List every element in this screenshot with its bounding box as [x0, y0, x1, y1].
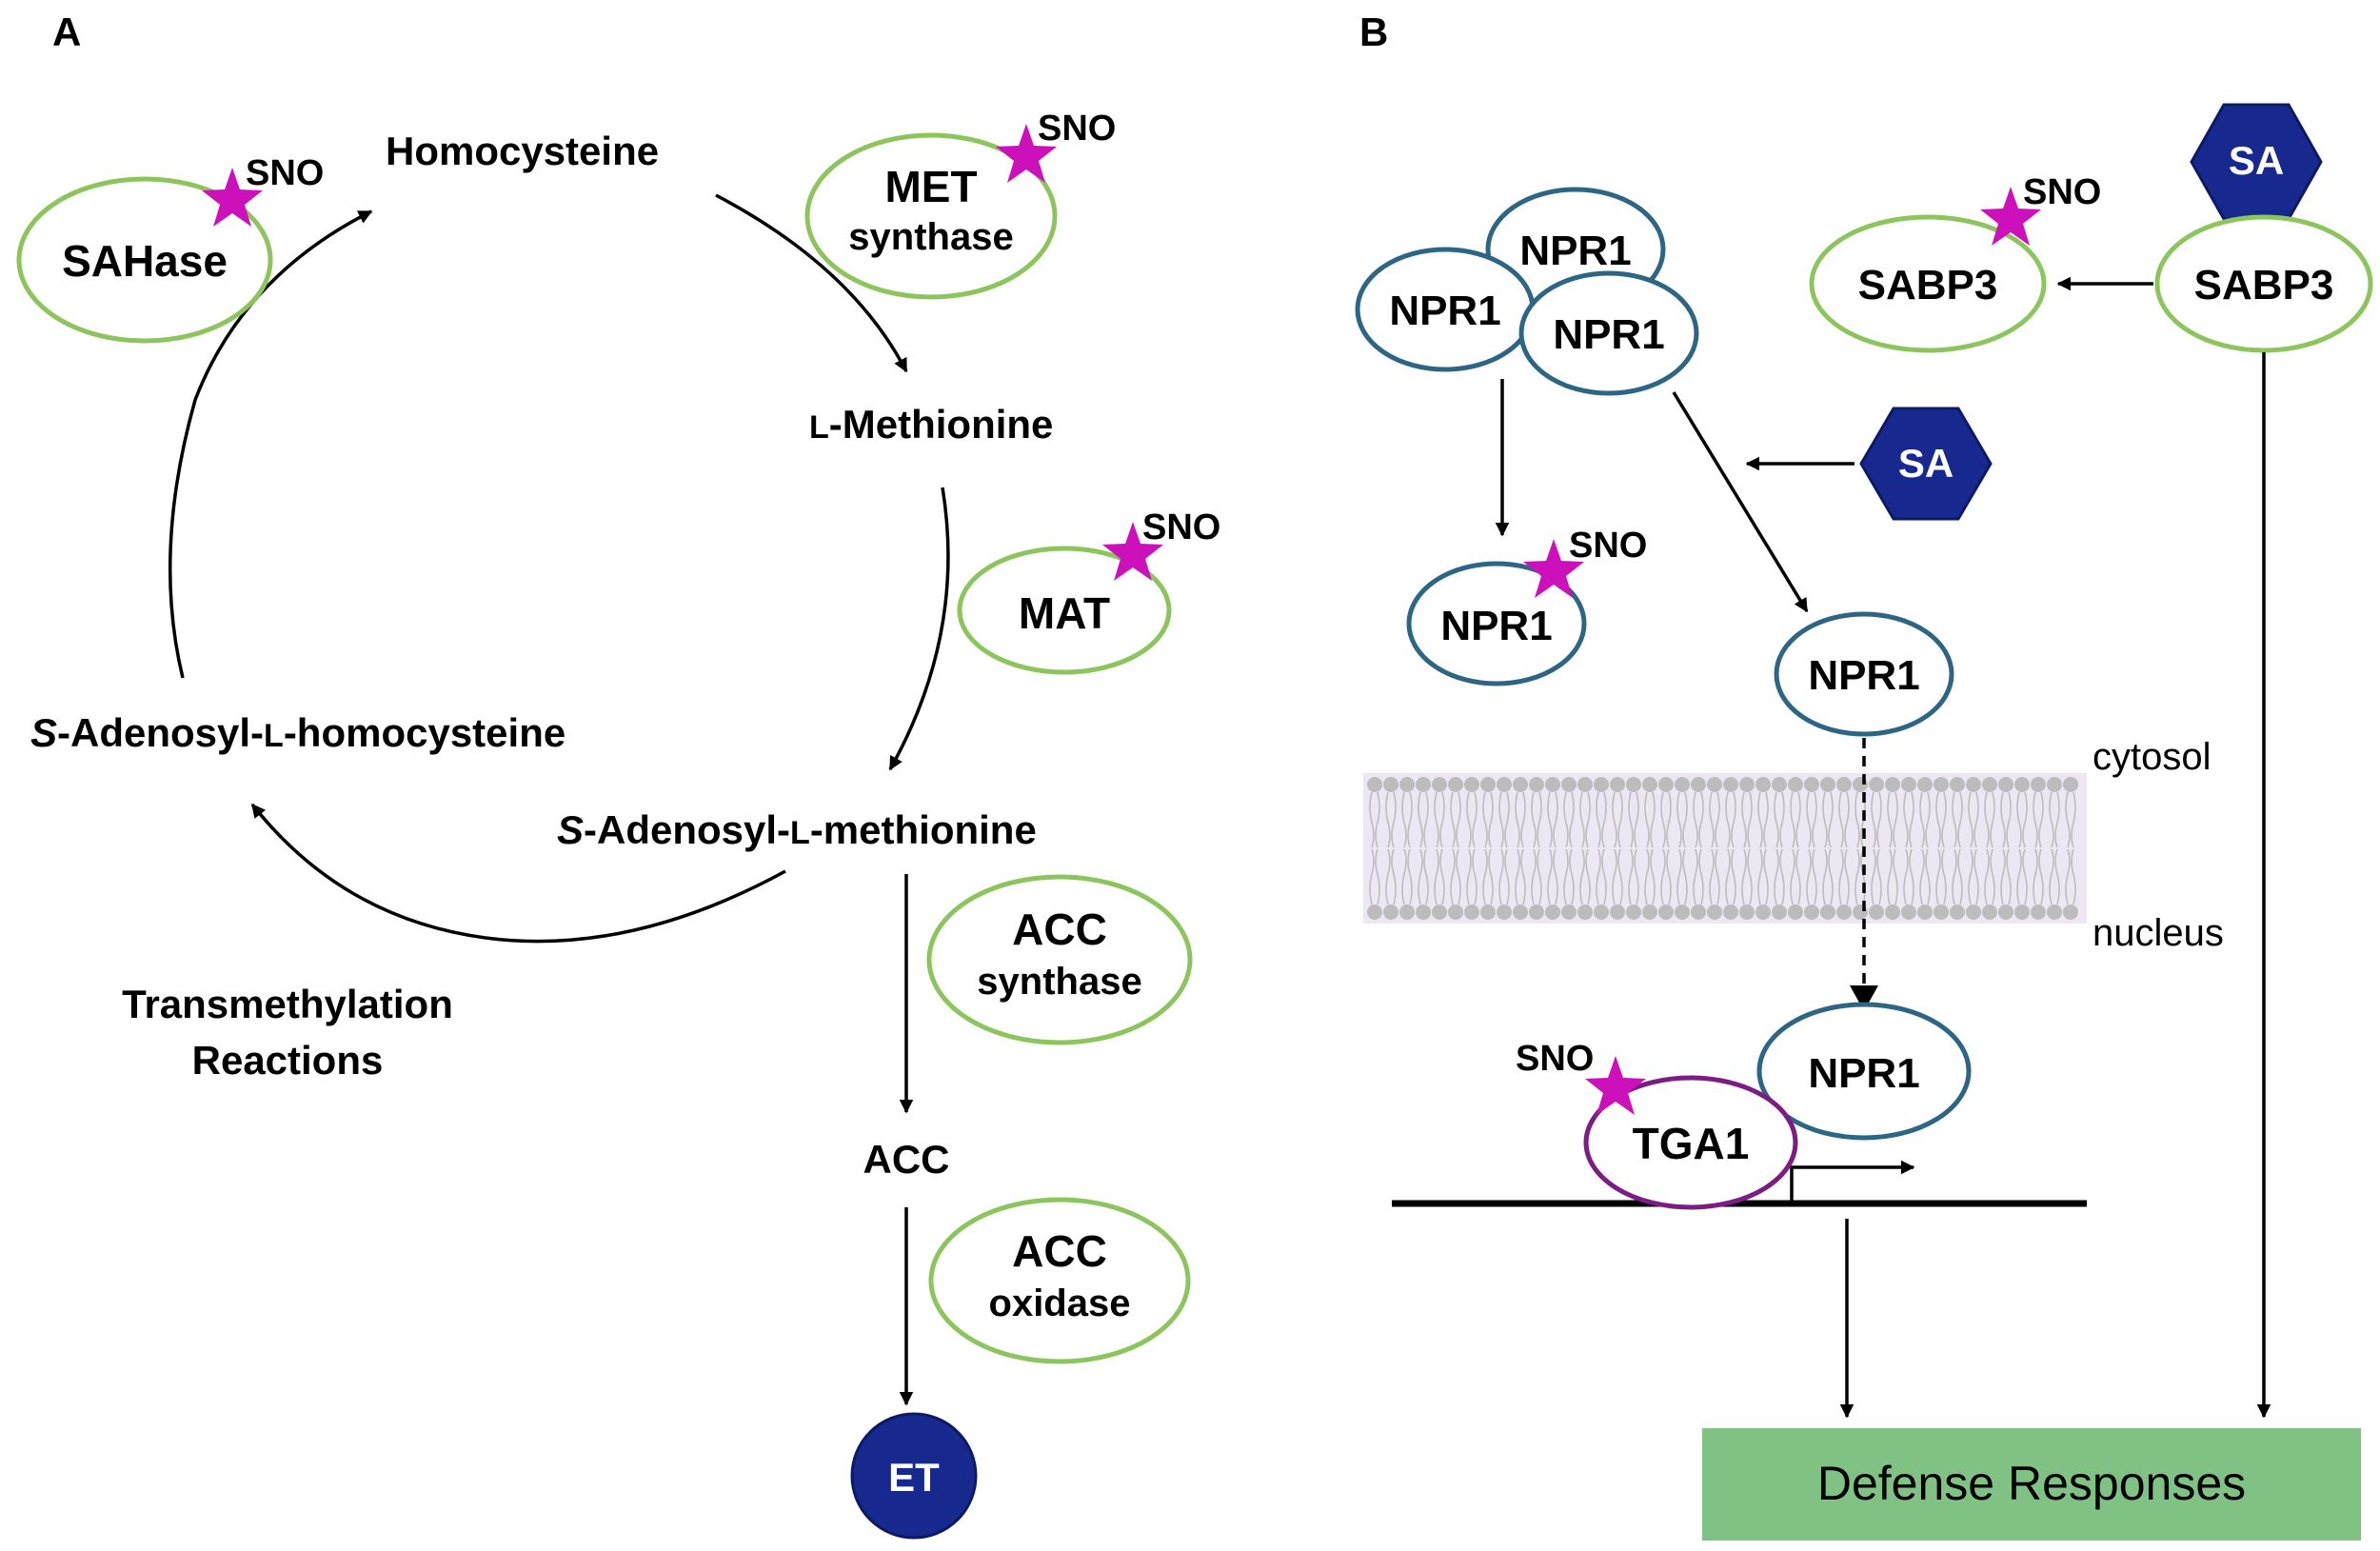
sahase-enzyme: SAHase — [16, 176, 273, 344]
npr1-label: NPR1 — [1553, 311, 1664, 358]
sabp3-sno-label: SABP3 — [1858, 262, 1998, 308]
acc-synthase-ellipse — [926, 874, 1193, 1045]
met-synthase-line1: MET — [884, 162, 977, 211]
methionine-text: -Methionine — [829, 402, 1054, 447]
tga1-label: TGA1 — [1633, 1119, 1750, 1168]
sah-s: S — [30, 710, 57, 755]
sa-hexagon-shape — [1859, 407, 1993, 521]
sam-label: S-Adenosyl-L-methionine — [557, 807, 1037, 852]
arrow-homocysteine-to-methionine — [715, 193, 908, 373]
homocysteine-label: Homocysteine — [386, 129, 659, 173]
nucleus-label: nucleus — [2092, 912, 2224, 954]
sabp3-label: SABP3 — [2194, 262, 2334, 308]
arrowhead-import — [1850, 985, 1878, 1011]
npr1-sno-label: NPR1 — [1440, 603, 1552, 649]
tga1-ellipse — [1583, 1075, 1798, 1210]
sahase-ellipse — [16, 176, 273, 344]
cytosol-label: cytosol — [2092, 736, 2211, 778]
npr1-nuclear-ellipse — [1756, 1002, 1972, 1141]
acc-oxidase-enzyme: ACC oxidase — [928, 1197, 1191, 1364]
npr1-ellipse — [1518, 270, 1699, 396]
sno-label-tga1: SNO — [1516, 1039, 1594, 1079]
acc-oxidase-line1: ACC — [1012, 1226, 1107, 1276]
npr1-oligomer: NPR1 NPR1 NPR1 — [1355, 187, 1699, 396]
sah-label: S-Adenosyl-L-homocysteine — [30, 710, 565, 755]
nuclear-membrane — [1363, 773, 2087, 924]
membrane-background — [1363, 773, 2087, 924]
l-methionine-label: L-Methionine — [809, 402, 1053, 447]
mat-ellipse — [957, 546, 1172, 675]
sa-hexagon-shape — [2190, 103, 2323, 221]
l-prefix: L — [809, 409, 829, 446]
sabp3-ellipse — [2154, 214, 2373, 353]
sam-l: L — [790, 815, 810, 851]
promoter-arrow — [1790, 1160, 1915, 1203]
transmethylation-line2: Reactions — [192, 1038, 384, 1083]
transmethylation-line1: Transmethylation — [122, 982, 453, 1026]
sno-label-npr1: SNO — [1569, 526, 1647, 566]
sno-star-icon — [1585, 1056, 1646, 1115]
sah-rest: -homocysteine — [284, 710, 565, 755]
sam-mid: -Adenosyl- — [584, 807, 790, 852]
acc-synthase-line1: ACC — [1012, 905, 1107, 954]
met-synthase-line2: synthase — [848, 216, 1013, 258]
npr1-nuclear-label: NPR1 — [1808, 1050, 1919, 1097]
sno-star-icon — [996, 124, 1057, 183]
acc-synthase-line2: synthase — [977, 961, 1141, 1003]
panel-a-label: A — [52, 10, 81, 54]
sa-top-label: SA — [2229, 138, 2284, 183]
sa-mid-label: SA — [1898, 441, 1954, 486]
npr1-monomer-label: NPR1 — [1808, 652, 1919, 699]
acc-synthase-enzyme: ACC synthase — [926, 874, 1193, 1045]
mat-label: MAT — [1019, 588, 1110, 638]
npr1-label: NPR1 — [1519, 228, 1631, 274]
sno-label-met: SNO — [1038, 109, 1116, 149]
acc-label: ACC — [863, 1137, 950, 1182]
sno-label-sabp3: SNO — [2023, 172, 2101, 212]
met-synthase-ellipse — [804, 132, 1058, 300]
mat-enzyme: MAT — [957, 546, 1172, 675]
npr1-label: NPR1 — [1389, 288, 1500, 334]
arrow-sah-to-homocysteine — [169, 209, 373, 679]
sno-star-icon — [1102, 522, 1163, 581]
sabp3-sno-ellipse — [1809, 214, 2047, 353]
sah-mid: -Adenosyl- — [57, 710, 264, 755]
acc-oxidase-ellipse — [928, 1197, 1191, 1364]
sno-label-sahase: SNO — [246, 153, 324, 193]
defense-responses-label: Defense Responses — [1817, 1457, 2246, 1510]
sahase-label: SAHase — [62, 236, 228, 286]
sah-l: L — [264, 718, 284, 754]
et-label: ET — [888, 1455, 940, 1500]
sa-top-hexagon: SA — [2190, 103, 2323, 221]
met-synthase-enzyme: MET synthase — [804, 132, 1058, 300]
npr1-monomer-ellipse — [1774, 611, 1954, 737]
sno-star-icon — [202, 168, 263, 227]
arrow-methionine-to-sam — [888, 487, 950, 771]
sam-rest: -methionine — [810, 807, 1037, 852]
panel-b-label: B — [1359, 10, 1388, 54]
sno-star-icon — [1523, 539, 1584, 598]
sam-s: S — [557, 807, 584, 852]
et-circle — [850, 1412, 978, 1540]
arrow-oligomer-to-monomer — [1672, 391, 1809, 613]
arrow-sam-to-sah — [250, 803, 786, 944]
sno-star-icon — [1980, 187, 2041, 246]
defense-responses-box — [1702, 1428, 2361, 1541]
acc-oxidase-line2: oxidase — [989, 1283, 1131, 1324]
sa-mid-hexagon: SA — [1859, 407, 1993, 521]
sno-label-mat: SNO — [1142, 507, 1220, 547]
